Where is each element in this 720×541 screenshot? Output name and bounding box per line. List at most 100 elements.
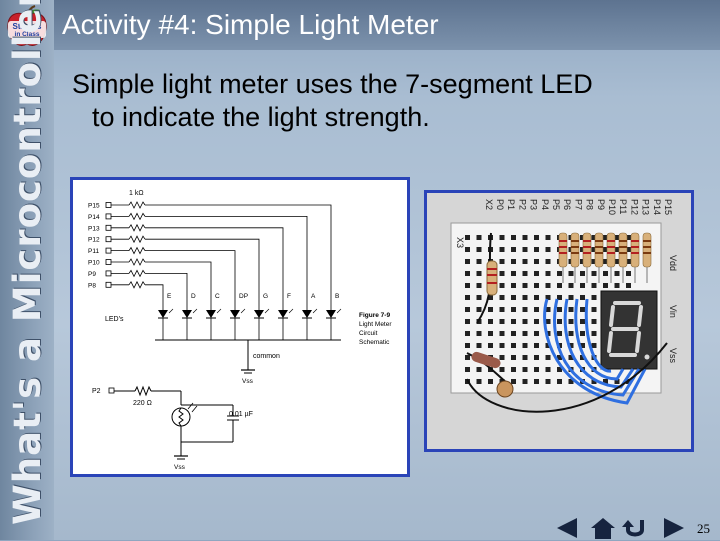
p2-label: P2 <box>92 388 101 395</box>
pin-label: P14 <box>88 214 100 221</box>
pin-label: P13 <box>88 225 100 232</box>
vss-label: Vss <box>242 378 254 385</box>
board-pin-label: P5 <box>551 199 561 210</box>
board-pin-label: P6 <box>562 199 572 210</box>
board-pin-label: P9 <box>596 199 606 210</box>
vss-bottom-label: Vss <box>174 464 186 471</box>
logo-line1: Stamps <box>13 22 42 31</box>
figure-caption-2: Light Meter <box>359 321 392 328</box>
led-symbol <box>230 310 240 318</box>
led-symbol <box>182 310 192 318</box>
home-icon[interactable] <box>588 515 618 541</box>
pin-label: P11 <box>88 248 99 255</box>
schematic-resistor <box>128 258 146 266</box>
board-vdd-label: Vdd <box>668 255 678 271</box>
led-symbol <box>158 310 168 318</box>
led-symbol <box>302 310 312 318</box>
board-vss-label: Vss <box>668 348 678 364</box>
resistor <box>594 232 604 268</box>
page-number: 25 <box>697 521 710 536</box>
segment-label: E <box>167 293 172 300</box>
board-pin-label: P0 <box>495 199 505 210</box>
board-pin-label: X2 <box>484 199 494 210</box>
schematic-resistor <box>128 269 146 278</box>
previous-slide-icon[interactable] <box>553 515 583 541</box>
resistor <box>570 232 580 268</box>
board-x3-label: X3 <box>455 237 465 248</box>
segment-label: G <box>263 293 268 300</box>
slide-title: Activity #4: Simple Light Meter <box>62 9 439 40</box>
sidebar: Stamps in Class What's a Microcontroller… <box>0 0 54 540</box>
board-pin-label: P10 <box>607 199 617 215</box>
board-pin-label: P3 <box>529 199 539 210</box>
pin-label: P15 <box>88 203 100 210</box>
logo-line2: in Class <box>15 31 40 38</box>
board-pin-label: P1 <box>506 199 516 210</box>
next-slide-icon[interactable] <box>658 515 688 541</box>
vertical-course-title: What's a Microcontroller? <box>6 0 49 525</box>
title-bar <box>54 0 720 50</box>
board-resistors <box>558 232 652 283</box>
resistor <box>630 232 640 268</box>
figure-caption-3: Circuit <box>359 330 378 337</box>
figure-caption-1: Figure 7-9 <box>359 312 390 319</box>
leds-label: LED's <box>105 316 124 323</box>
breadboard-diagram: P15P14P13P12P11P10P9P8P7P6P5P4P3P2P1P0X2… <box>427 193 691 449</box>
segment-label: DP <box>239 293 248 300</box>
led-symbol <box>206 310 216 318</box>
body-line-2: to indicate the light strength. <box>92 102 430 132</box>
schematic-resistor <box>128 235 146 244</box>
board-resistor-220 <box>486 260 498 296</box>
segment-label: A <box>311 293 316 300</box>
pin-label: P9 <box>88 271 96 278</box>
led-symbol <box>254 310 264 318</box>
resistor <box>558 232 568 268</box>
resistor <box>606 232 616 268</box>
board-pin-label: P12 <box>629 199 639 215</box>
schematic-resistor <box>128 223 146 232</box>
segment-columns: E D C DP G F A B <box>158 293 342 340</box>
figure-caption-4: Schematic <box>359 339 390 346</box>
resistor-bottom-label: 220 Ω <box>133 400 152 407</box>
slide-body-text: Simple light meter uses the 7-segment LE… <box>72 68 702 134</box>
resistor <box>582 232 592 268</box>
photoresistor-symbol <box>171 407 191 427</box>
schematic-resistor <box>128 246 146 255</box>
capacitor <box>471 351 501 369</box>
board-pin-label: P15 <box>663 199 673 215</box>
resistor-top-label: 1 kΩ <box>129 190 144 197</box>
schematic-resistor <box>128 280 146 289</box>
resistor <box>618 232 628 268</box>
board-pin-label: P8 <box>585 199 595 210</box>
photoresistor <box>496 380 514 398</box>
pin-label: P8 <box>88 282 96 289</box>
capacitor-label: 0.01 µF <box>229 411 253 418</box>
board-pin-label: P11 <box>618 199 628 214</box>
board-pin-label: P14 <box>652 199 662 215</box>
led-symbol <box>278 310 288 318</box>
segment-label: F <box>287 293 291 300</box>
body-line-1: Simple light meter uses the 7-segment LE… <box>72 69 593 99</box>
board-pin-label: P2 <box>517 199 527 210</box>
resistor <box>642 232 652 268</box>
stamps-in-class-logo: Stamps in Class <box>7 5 47 46</box>
board-pin-label: P4 <box>540 199 550 210</box>
board-pin-label: P7 <box>573 199 583 210</box>
pin-label: P12 <box>88 237 100 244</box>
led-symbol <box>326 310 336 318</box>
board-vin-label: Vin <box>668 305 678 318</box>
segment-label: B <box>335 293 339 300</box>
return-icon[interactable] <box>620 515 650 541</box>
common-label: common <box>253 353 280 360</box>
board-pin-label: P13 <box>641 199 651 215</box>
segment-label: D <box>191 293 196 300</box>
segment-label: C <box>215 293 220 300</box>
schematic-resistor <box>128 201 146 209</box>
pin-label: P10 <box>88 260 100 267</box>
schematic-resistor <box>128 212 146 221</box>
